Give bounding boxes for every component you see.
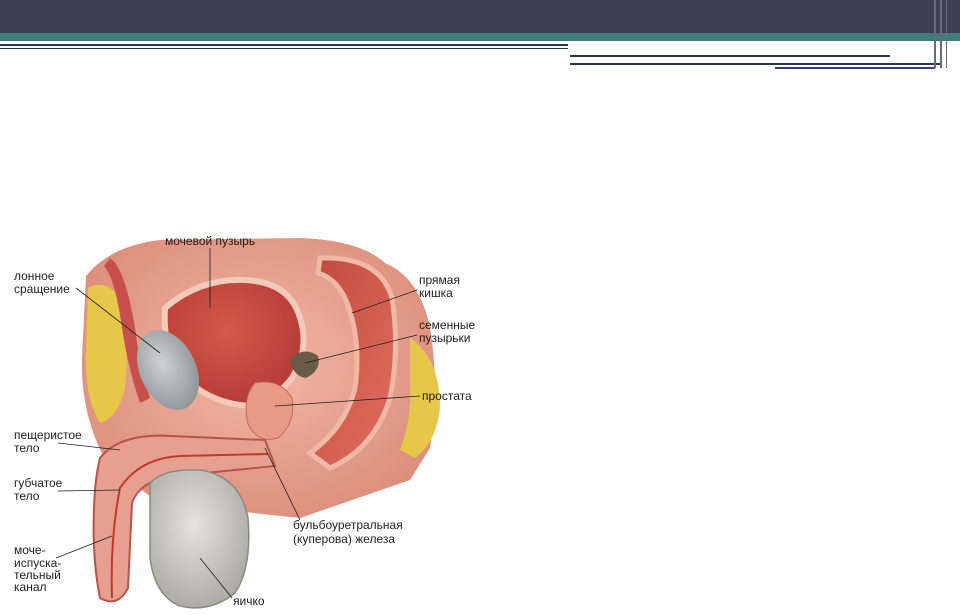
frame-line-2	[940, 0, 942, 68]
urethra-line	[110, 453, 269, 599]
label-pubic-symphysis-1: лонное	[14, 269, 55, 283]
seminal-vesicles-shape	[290, 351, 319, 378]
fat-tissue-right	[400, 338, 440, 458]
testis-shape	[149, 469, 250, 609]
label-urethra-3: тельный	[14, 568, 61, 582]
leader-bulbourethral	[264, 447, 301, 521]
label-pubic-symphysis-2: сращение	[14, 282, 70, 296]
rule-right-1	[570, 55, 890, 57]
label-urethra-4: канал	[14, 580, 47, 594]
label-bladder: мочевой пузырь	[165, 234, 255, 248]
leader-urethra	[55, 535, 113, 559]
frame-line-3	[946, 0, 947, 68]
rule-left-1	[0, 44, 568, 46]
leader-prostate	[274, 395, 421, 407]
frame-line-1	[934, 0, 936, 68]
label-spongy-1: губчатое	[14, 476, 63, 490]
label-cavernous-2: тело	[14, 441, 40, 455]
header-bar	[0, 0, 960, 33]
label-cavernous-1: пещеристое	[14, 428, 82, 442]
label-spongy-2: тело	[14, 489, 40, 503]
label-rectum-1: прямая	[419, 273, 460, 287]
label-seminal-1: семенные	[419, 318, 475, 332]
rule-right-3	[775, 67, 935, 69]
penis-shape	[92, 434, 277, 603]
pubic-symphysis-shape	[137, 330, 199, 410]
rectum-shape	[305, 255, 399, 471]
leader-pubic-symphysis	[75, 287, 161, 354]
leader-rectum	[351, 289, 418, 314]
leader-seminal	[304, 334, 418, 364]
label-rectum-2: кишка	[419, 286, 453, 300]
accent-band	[0, 33, 960, 41]
rule-left-2	[0, 48, 568, 49]
label-bulbourethral-2: (куперова) железа	[293, 532, 395, 546]
label-urethra-2: испуска-	[14, 556, 61, 570]
leader-spongy	[57, 489, 121, 492]
prostate-shape	[245, 381, 294, 440]
leader-testis	[199, 557, 233, 599]
label-urethra-1: моче-	[14, 543, 46, 557]
label-testis: яичко	[233, 594, 265, 608]
rule-right-2	[570, 63, 940, 65]
label-prostate: простата	[422, 389, 472, 403]
anatomy-diagram: мочевой пузырь лонное сращение прямая ки…	[14, 234, 475, 609]
leader-cavernous	[57, 442, 121, 451]
label-seminal-2: пузырьки	[419, 331, 471, 345]
label-bulbourethral-1: бульбоуретральная	[293, 518, 403, 532]
